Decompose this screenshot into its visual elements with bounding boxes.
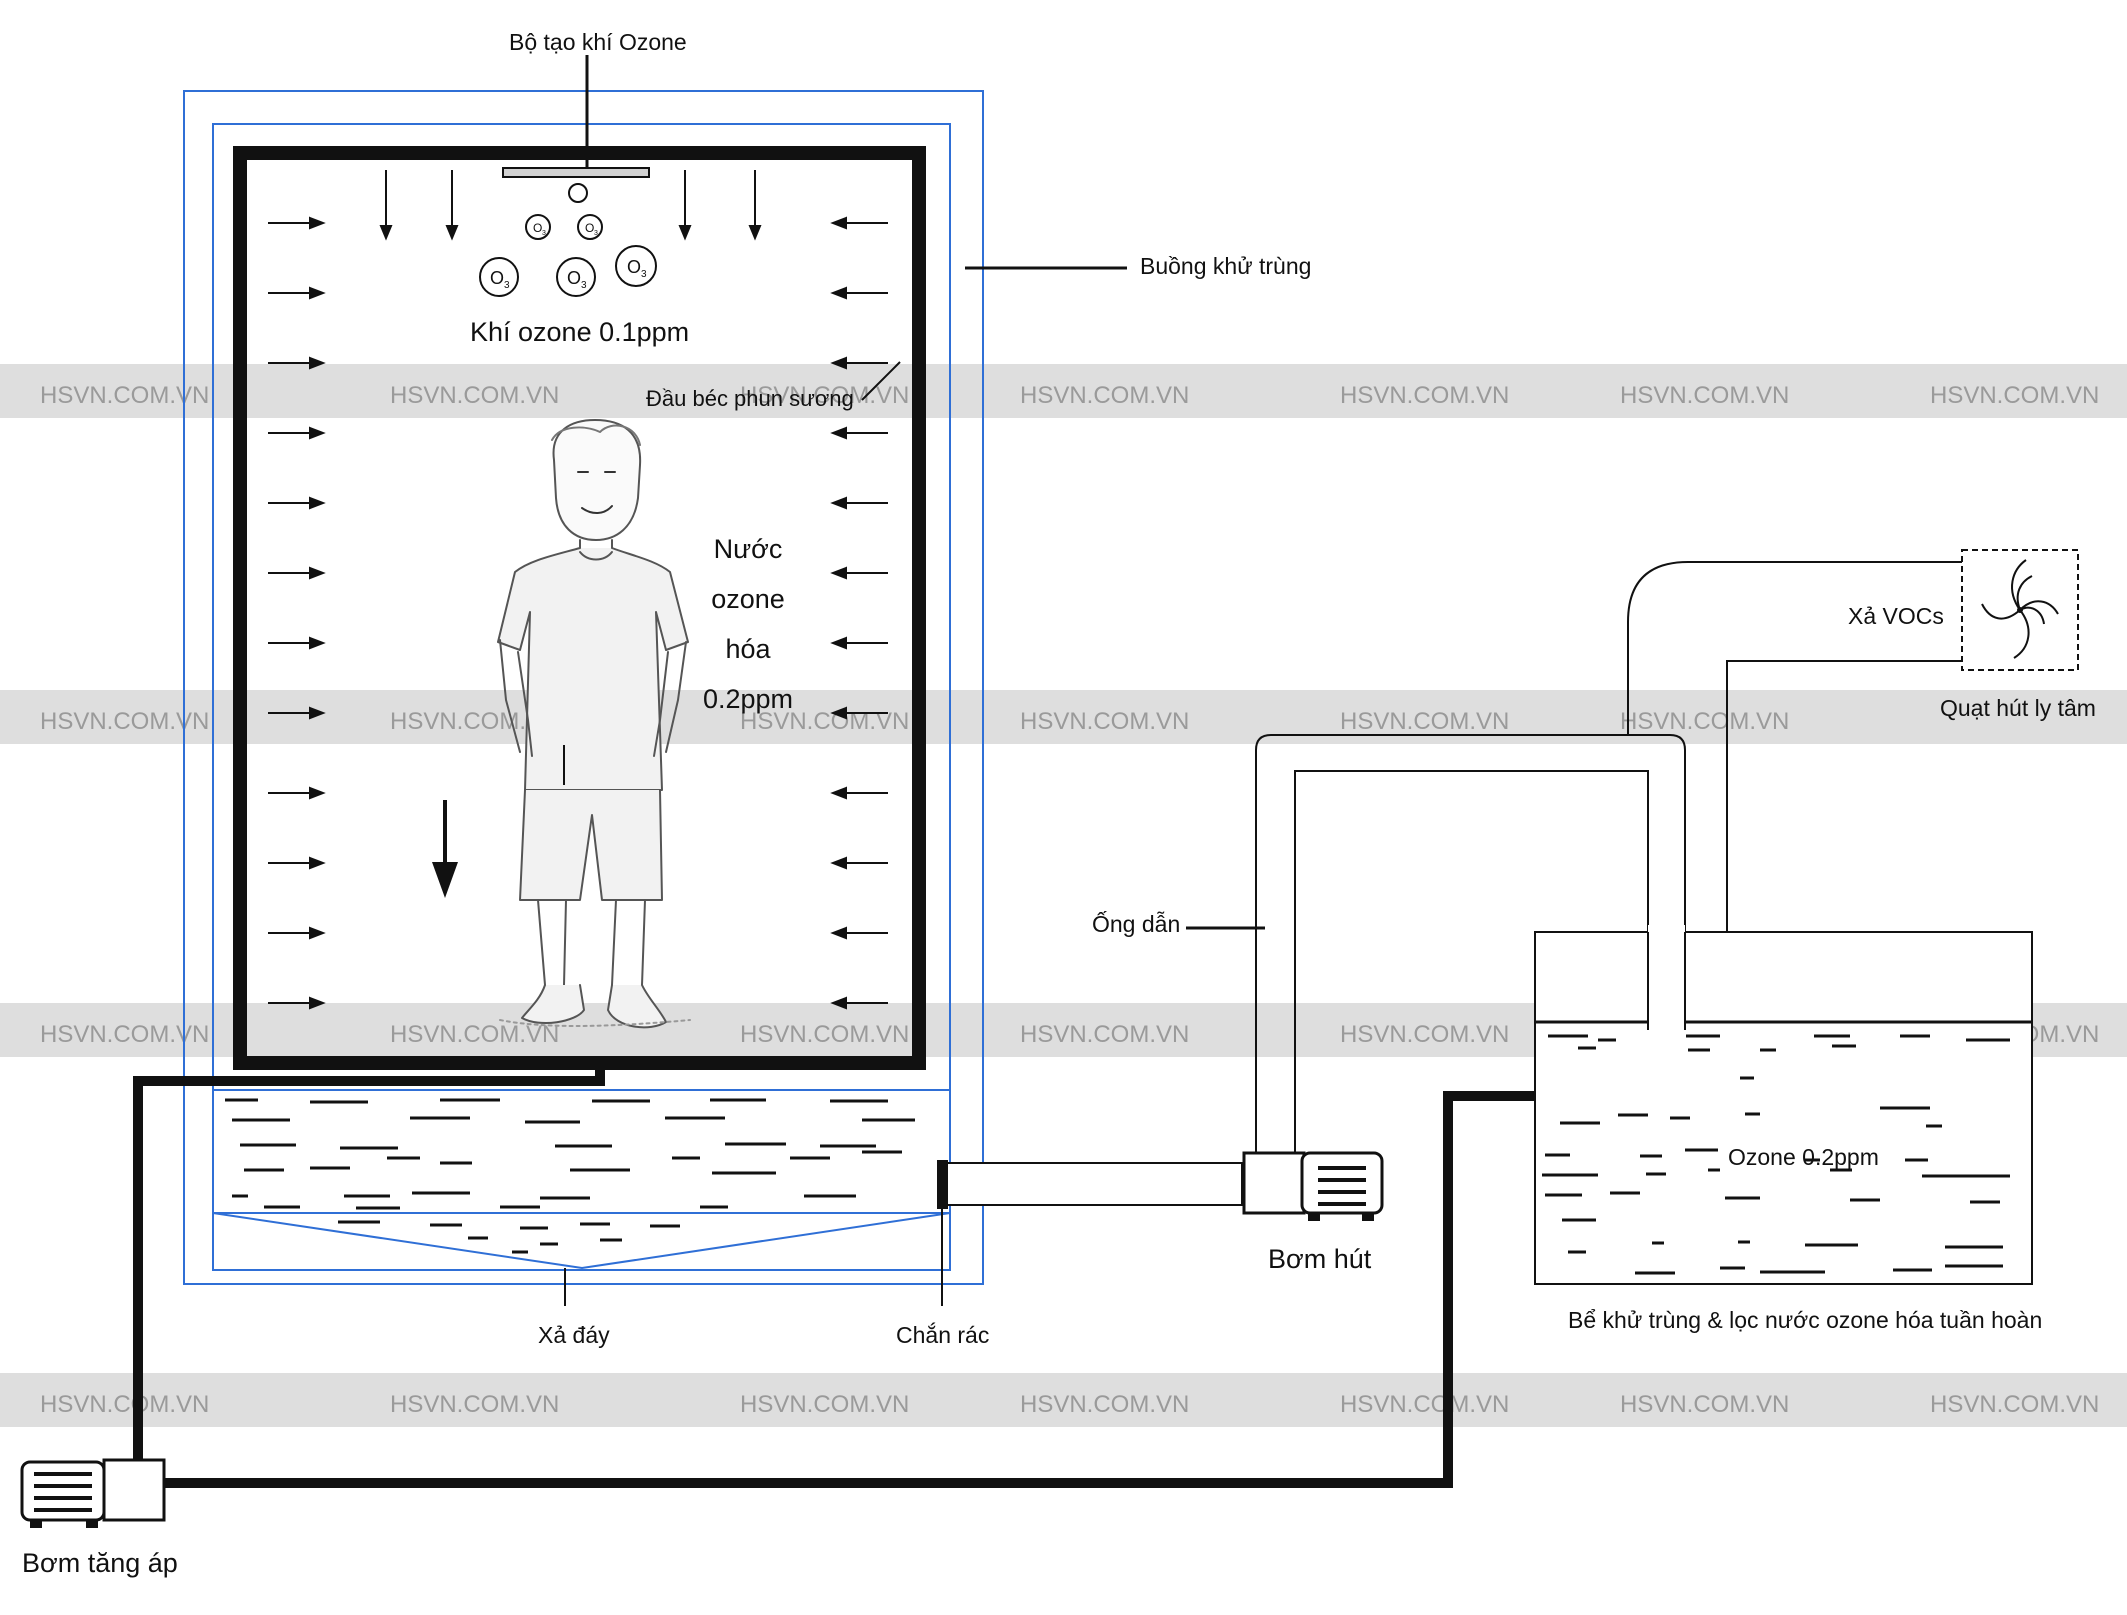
svg-text:O: O [490,268,504,288]
spray-arrow-left [268,216,326,230]
suction-pump [1242,1151,1384,1221]
tank [1534,925,2033,1285]
spray-arrow-left [268,856,326,870]
spray-arrow-right [830,356,888,370]
ozonated-water-line-1: Nước [714,534,783,564]
spray-arrow-right [830,706,888,720]
booster-pump-label: Bơm tăng áp [22,1548,178,1578]
mist-spray-arrows [268,216,888,1010]
watermark-text: HSVN.COM.VN [1020,1391,1189,1418]
pipe-label: Ống dẫn [1092,910,1180,937]
watermark-text: HSVN.COM.VN [740,1021,909,1048]
watermark-text: HSVN.COM.VN [390,1391,559,1418]
spray-arrow-right [830,216,888,230]
svg-text:3: 3 [581,280,587,291]
centrifugal-fan-label: Quạt hút ly tâm [1940,695,2096,721]
spray-arrow-left [268,786,326,800]
tank-ozone-label: Ozone 0.2ppm [1728,1144,1879,1170]
spray-arrow-left [268,496,326,510]
spray-arrow-left [268,286,326,300]
spray-arrow-left [268,926,326,940]
svg-text:3: 3 [504,280,510,291]
booster-pump [20,1458,166,1528]
watermark-text: HSVN.COM.VN [1930,1391,2099,1418]
watermark-text: HSVN.COM.VN [40,1021,209,1048]
watermark-text: HSVN.COM.VN [40,1391,209,1418]
watermark-text: HSVN.COM.VN [740,1391,909,1418]
return-pipe [1255,734,1686,1153]
watermark-text: HSVN.COM.VN [1340,708,1509,735]
svg-text:3: 3 [641,269,647,280]
ozone-generator-label: Bộ tạo khí Ozone [509,29,687,55]
watermark-text: HSVN.COM.VN [390,1021,559,1048]
spray-arrow-left [268,356,326,370]
ozone-flow-arrows [379,170,762,241]
svg-text:O: O [533,221,542,235]
suction-pump-label: Bơm hút [1268,1244,1372,1274]
spray-arrow-right [830,426,888,440]
chamber-wall [233,146,926,1070]
water-flow-arrow [432,800,458,898]
spray-arrow-right [830,996,888,1010]
watermark-text: HSVN.COM.VN [1340,1021,1509,1048]
watermark-text: HSVN.COM.VN [1930,382,2099,409]
chamber-outer-frame [183,90,984,1285]
spray-arrow-right [830,786,888,800]
spray-arrow-right [830,926,888,940]
chamber-label: Buồng khử trùng [1140,253,1311,279]
watermark-text: HSVN.COM.VN [1340,382,1509,409]
spray-arrow-right [830,286,888,300]
mist-nozzle-label: Đầu béc phun sương [646,386,854,411]
ozonated-water-line-2: ozone [711,584,785,614]
spray-arrow-right [830,636,888,650]
ozone-generator [502,167,650,178]
watermark-text: HSVN.COM.VN [740,382,909,409]
watermark-text: HSVN.COM.VN [1620,708,1789,735]
ozone-bubble [568,183,588,203]
nozzle-leader [861,361,901,401]
spray-arrow-left [268,706,326,720]
spray-arrow-right [830,496,888,510]
watermark-text: HSVN.COM.VN [1020,382,1189,409]
trash-screen-label: Chắn rác [896,1322,989,1348]
spray-arrow-right [830,566,888,580]
svg-text:3: 3 [594,230,598,237]
vent-pipes [1627,561,1962,932]
watermark-text: HSVN.COM.VN [1620,1391,1789,1418]
watermark-text: HSVN.COM.VN [1020,708,1189,735]
person-illustration [497,419,691,1029]
watermark-text: HSVN.COM.VN [40,382,209,409]
watermark-text: HSVN.COM.VN [390,382,559,409]
svg-text:O: O [585,221,594,235]
spray-arrow-right [830,856,888,870]
ozonated-water-line-3: hóa [725,634,771,664]
spray-arrow-left [268,996,326,1010]
svg-text:O: O [627,257,641,277]
chamber-water-basin [212,1089,951,1270]
bottom-drain-label: Xả đáy [538,1322,610,1348]
suction-pipe [937,1160,1243,1209]
svg-text:O: O [567,268,581,288]
ozonated-water-line-4: 0.2ppm [703,684,793,714]
ozone-gas-label: Khí ozone 0.1ppm [470,317,689,347]
tank-label: Bể khử trùng & lọc nước ozone hóa tuần h… [1568,1307,2042,1333]
watermark-text: HSVN.COM.VN [1620,382,1789,409]
vocs-exhaust-label: Xả VOCs [1848,603,1944,629]
watermark-text: HSVN.COM.VN [1340,1391,1509,1418]
watermark-text: HSVN.COM.VN [1020,1021,1189,1048]
spray-arrow-left [268,636,326,650]
svg-text:3: 3 [542,230,546,237]
watermark-text: HSVN.COM.VN [40,708,209,735]
spray-arrow-left [268,566,326,580]
chamber-inner-frame [212,123,951,1271]
spray-arrow-left [268,426,326,440]
centrifugal-fan [1961,549,2079,671]
